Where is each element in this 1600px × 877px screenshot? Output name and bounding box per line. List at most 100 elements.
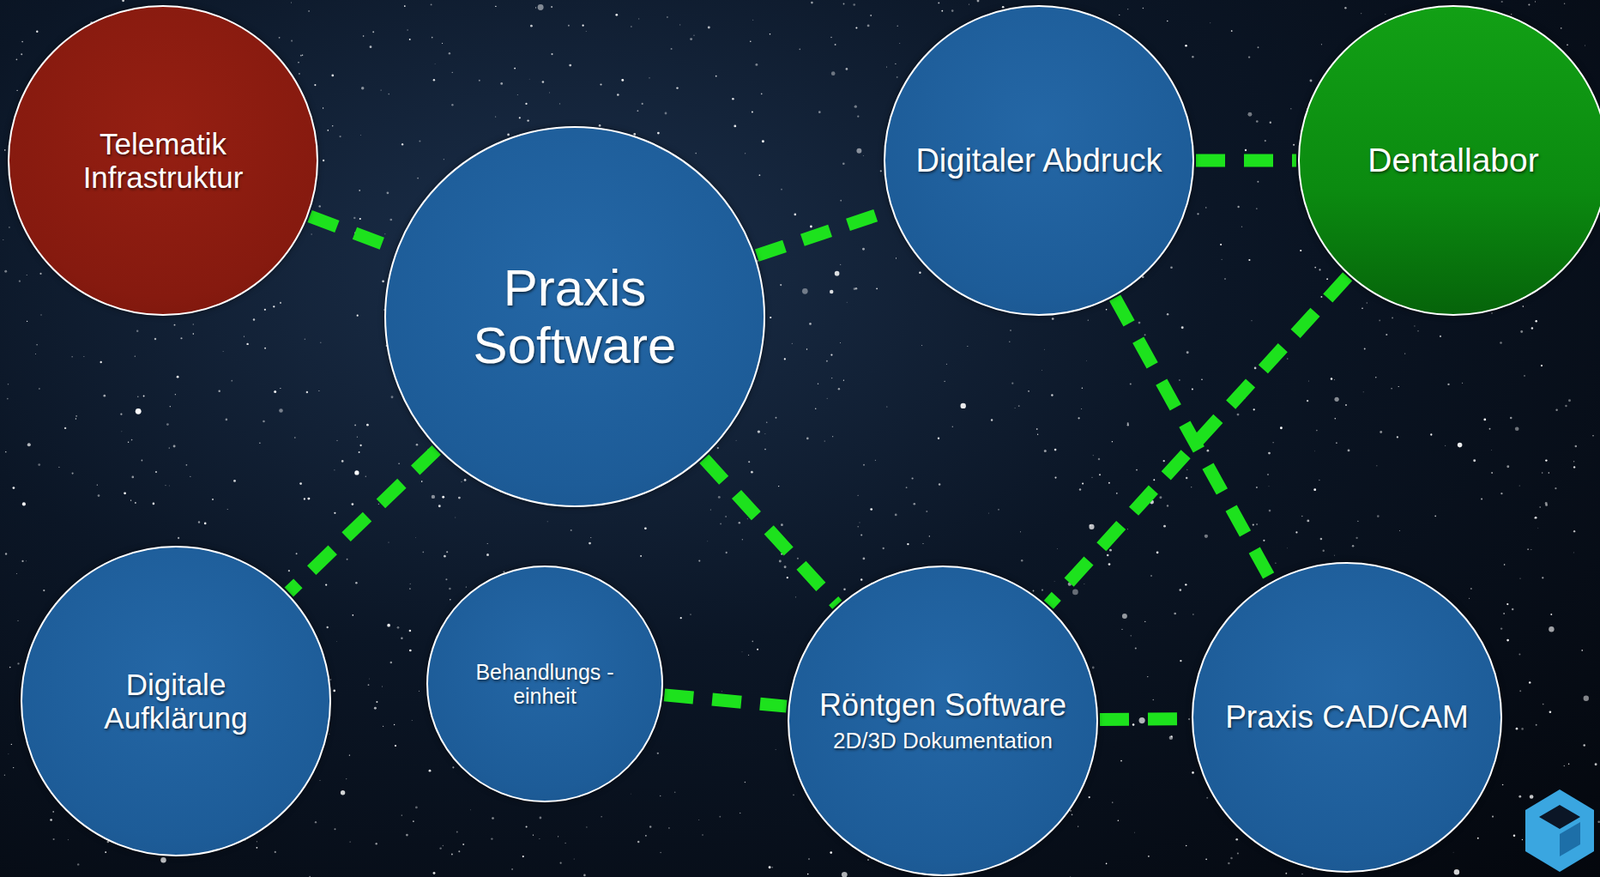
star <box>648 77 650 79</box>
star <box>356 436 358 438</box>
star <box>1252 524 1255 526</box>
star <box>637 840 640 844</box>
star <box>322 159 325 162</box>
star <box>169 447 170 449</box>
star <box>152 502 156 506</box>
star <box>1191 55 1194 58</box>
star <box>307 497 310 501</box>
star <box>659 795 662 797</box>
star <box>1185 476 1189 480</box>
star <box>297 61 300 64</box>
star <box>306 391 308 393</box>
star <box>351 502 355 506</box>
star <box>1069 809 1072 812</box>
star <box>391 395 394 399</box>
star <box>1166 313 1169 315</box>
star <box>1470 587 1472 589</box>
star <box>938 483 942 486</box>
star <box>400 637 403 640</box>
node-title: Behandlungs -einheit <box>450 659 640 708</box>
star <box>354 424 357 427</box>
node-title: Praxis Software <box>422 259 727 375</box>
star <box>1171 735 1173 737</box>
star <box>715 75 718 78</box>
star <box>1360 12 1363 15</box>
star <box>256 840 258 842</box>
star <box>329 678 332 681</box>
star <box>749 40 752 43</box>
star <box>1009 329 1012 332</box>
star <box>757 429 761 433</box>
star <box>1117 820 1119 822</box>
node-circle: Digitale Aufklärung <box>20 545 332 857</box>
star <box>173 445 176 448</box>
star <box>1491 815 1494 818</box>
star <box>20 53 23 55</box>
star <box>774 748 777 751</box>
star <box>707 26 711 30</box>
star <box>495 6 496 7</box>
star <box>880 169 882 172</box>
star <box>243 335 245 337</box>
star <box>1295 531 1298 533</box>
star <box>1491 471 1493 474</box>
star <box>174 324 176 327</box>
star <box>542 80 545 84</box>
star <box>274 851 277 853</box>
star <box>1186 468 1189 471</box>
star <box>1530 548 1533 550</box>
logo-hex <box>1525 789 1594 872</box>
star <box>511 868 514 870</box>
star <box>809 225 813 229</box>
star <box>350 840 351 842</box>
star <box>422 551 424 554</box>
star <box>1541 576 1544 579</box>
star <box>1566 43 1569 46</box>
star <box>1313 488 1317 491</box>
star <box>313 84 316 86</box>
star <box>1548 626 1554 632</box>
star <box>410 583 411 585</box>
star <box>748 654 749 656</box>
star <box>1597 821 1600 824</box>
star <box>532 834 534 836</box>
star <box>301 54 303 56</box>
star <box>694 152 697 155</box>
star <box>1510 13 1512 15</box>
star <box>860 578 863 580</box>
star <box>398 463 400 465</box>
star <box>1515 426 1520 431</box>
star <box>659 851 661 853</box>
star <box>1185 845 1188 847</box>
star <box>630 25 633 28</box>
star <box>1044 349 1045 351</box>
star <box>810 1 814 5</box>
star <box>300 54 302 57</box>
logo-cut <box>1539 804 1581 829</box>
star <box>1564 404 1567 407</box>
star <box>1077 416 1080 419</box>
star <box>862 155 864 157</box>
star <box>905 486 908 489</box>
star <box>960 403 966 409</box>
star <box>513 67 516 70</box>
star <box>8 226 10 228</box>
star <box>869 507 873 511</box>
star <box>615 13 618 17</box>
star <box>1404 353 1406 355</box>
star <box>1244 149 1247 151</box>
star <box>1126 528 1129 531</box>
star <box>1515 727 1519 731</box>
star <box>731 97 735 101</box>
star <box>769 33 772 36</box>
star <box>1285 872 1287 875</box>
star <box>1081 483 1084 485</box>
star <box>225 418 229 422</box>
star <box>53 838 55 840</box>
star <box>668 827 671 829</box>
star <box>295 552 298 555</box>
star <box>944 380 946 382</box>
star <box>4 270 7 273</box>
star <box>567 24 570 27</box>
star <box>1363 391 1365 393</box>
